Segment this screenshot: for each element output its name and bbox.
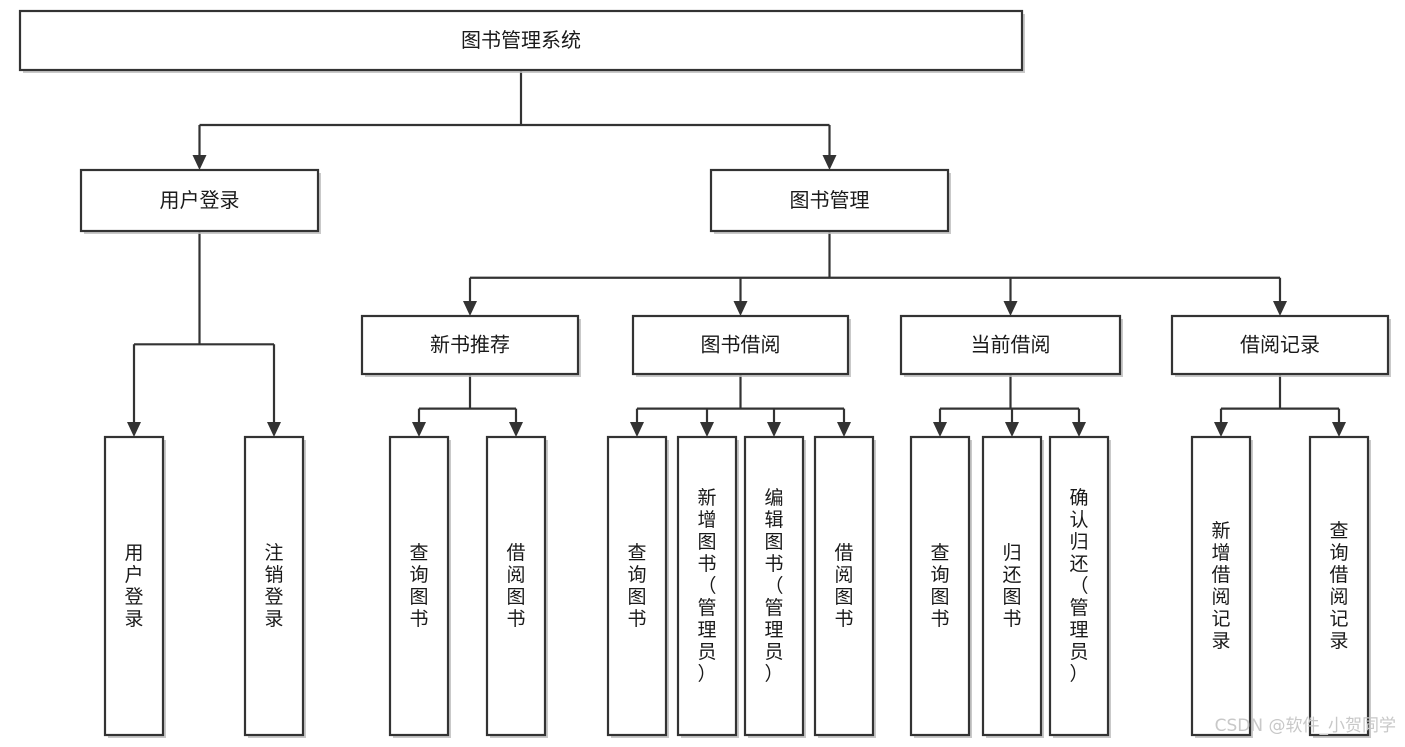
node-label-vertical: 查询借阅记录 [1329, 520, 1348, 652]
node-outline [676, 435, 738, 737]
arrow-head [127, 422, 141, 437]
node-current-borrow[interactable]: 当前借阅 [899, 314, 1123, 377]
node-leaf-return-book[interactable]: 归还图书 [981, 435, 1044, 738]
node-outline [813, 435, 875, 737]
node-outline [79, 168, 320, 233]
arrow-head [822, 155, 837, 170]
arrow-head [837, 422, 851, 437]
node-label: 图书管理系统 [461, 28, 581, 52]
node-outline [1308, 435, 1370, 737]
node-label-vertical: 查询图书 [409, 542, 428, 630]
node-user-login[interactable]: 用户登录 [79, 168, 321, 234]
arrow-head [1005, 422, 1019, 437]
node-outline [1048, 435, 1110, 737]
node-label-vertical: 借阅图书 [506, 542, 525, 630]
node-outline [243, 435, 305, 737]
node-label-vertical: 归还图书 [1002, 542, 1021, 630]
node-book-manage[interactable]: 图书管理 [709, 168, 951, 234]
edge-layer [127, 70, 1346, 437]
arrow-head [267, 422, 281, 437]
connector-group-current-borrow [933, 374, 1086, 437]
arrow-head [192, 155, 207, 170]
arrow-head [767, 422, 781, 437]
node-label-vertical: 查询图书 [627, 542, 646, 630]
node-label-vertical: 编辑图书（管理员） [764, 487, 783, 685]
node-leaf-confirm-return[interactable]: 确认归还（管理员） [1048, 435, 1111, 738]
node-label-vertical: 新增图书（管理员） [697, 487, 716, 685]
node-leaf-user-logout[interactable]: 注销登录 [243, 435, 306, 738]
node-label: 用户登录 [160, 188, 240, 212]
node-outline [485, 435, 547, 737]
node-outline [360, 314, 580, 376]
node-outline [631, 314, 850, 376]
arrow-head [1273, 301, 1287, 316]
arrow-head [733, 301, 748, 316]
node-leaf-query-record[interactable]: 查询借阅记录 [1308, 435, 1371, 738]
node-label-vertical: 注销登录 [264, 542, 283, 630]
node-leaf-borrow-book-1[interactable]: 借阅图书 [485, 435, 548, 738]
node-outline [1170, 314, 1390, 376]
node-new-book-rec[interactable]: 新书推荐 [360, 314, 581, 377]
arrow-head [463, 301, 477, 316]
node-leaf-query-book-1[interactable]: 查询图书 [388, 435, 451, 738]
node-borrow-record[interactable]: 借阅记录 [1170, 314, 1391, 377]
node-outline [103, 435, 165, 737]
node-root[interactable]: 图书管理系统 [18, 9, 1025, 73]
node-label-vertical: 用户登录 [124, 542, 143, 630]
node-label: 借阅记录 [1240, 333, 1320, 357]
arrow-head [412, 422, 426, 437]
node-leaf-borrow-book-2[interactable]: 借阅图书 [813, 435, 876, 738]
node-label-vertical: 查询图书 [930, 542, 949, 630]
node-outline [18, 9, 1024, 72]
node-leaf-query-book-3[interactable]: 查询图书 [909, 435, 972, 738]
node-book-borrow[interactable]: 图书借阅 [631, 314, 851, 377]
node-leaf-add-record[interactable]: 新增借阅记录 [1190, 435, 1253, 738]
connector-group-borrow-record [1214, 374, 1346, 437]
arrow-head [1332, 422, 1346, 437]
node-leaf-add-book[interactable]: 新增图书（管理员） [676, 435, 739, 738]
node-outline [909, 435, 971, 737]
watermark-layer: CSDN @软件_小贺同学 [1215, 716, 1396, 736]
node-label: 图书借阅 [701, 333, 781, 357]
node-outline [606, 435, 668, 737]
node-label-vertical: 确认归还（管理员） [1069, 487, 1088, 685]
node-outline [743, 435, 805, 737]
node-outline [981, 435, 1043, 737]
arrow-head [700, 422, 714, 437]
node-outline [709, 168, 950, 233]
connector-group-user-login [127, 231, 281, 437]
node-layer: 图书管理系统用户登录图书管理新书推荐图书借阅当前借阅借阅记录用户登录注销登录查询… [18, 9, 1391, 738]
node-leaf-edit-book[interactable]: 编辑图书（管理员） [743, 435, 806, 738]
arrow-head [933, 422, 947, 437]
connector-group-book-borrow [630, 374, 851, 437]
arrow-head [1072, 422, 1086, 437]
csdn-watermark: CSDN @软件_小贺同学 [1215, 716, 1396, 736]
connector-group-root [192, 70, 837, 170]
node-label: 新书推荐 [430, 333, 510, 357]
node-outline [1190, 435, 1252, 737]
node-label: 当前借阅 [971, 333, 1051, 357]
node-leaf-query-book-2[interactable]: 查询图书 [606, 435, 669, 738]
node-outline [899, 314, 1122, 376]
arrow-head [1003, 301, 1018, 316]
node-label: 图书管理 [790, 188, 870, 212]
node-outline [388, 435, 450, 737]
connector-group-new-book-rec [412, 374, 523, 437]
node-label-vertical: 新增借阅记录 [1211, 520, 1230, 652]
connector-group-book-manage [463, 231, 1287, 316]
arrow-head [1214, 422, 1228, 437]
node-label-vertical: 借阅图书 [834, 542, 853, 630]
arrow-head [630, 422, 644, 437]
arrow-head [509, 422, 523, 437]
node-leaf-user-login[interactable]: 用户登录 [103, 435, 166, 738]
